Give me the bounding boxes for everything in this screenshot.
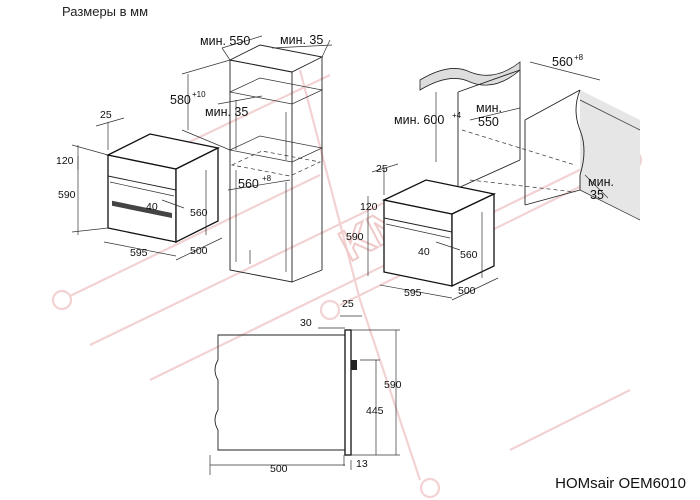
dim-o2-595: 595 [404,287,422,299]
dim-wall-min35-a: мин. [588,175,614,189]
dim-side-25: 25 [342,298,354,310]
dim-cab-580-tol: +10 [192,90,206,99]
dim-wall-560: 560 [552,55,573,69]
dim-o2-590: 590 [346,231,364,243]
dim-o2-120: 120 [360,201,378,213]
oven-front-view-right: 25 120 590 40 560 595 500 [346,163,499,301]
page-title: Размеры в мм [62,4,149,19]
dim-cab-min35-top: мин. 35 [280,33,323,47]
dim-cab-580: 580 [170,93,191,107]
dim-o1-500: 500 [190,245,208,257]
dim-o1-120: 120 [56,155,74,167]
dim-side-13: 13 [356,458,368,470]
dim-o1-560: 560 [190,207,208,219]
tall-cabinet: мин. 550 мин. 35 580 +10 мин. 35 560 +8 [170,33,333,283]
dim-wall-560-tol: +8 [574,53,584,62]
dim-o1-25: 25 [100,109,112,121]
dim-o2-500: 500 [458,285,476,297]
dim-o2-560: 560 [460,249,478,261]
dim-o2-25: 25 [376,163,388,175]
dim-wall-min35-b: 35 [590,188,604,202]
oven-front-view-left: 25 120 590 40 560 595 500 [56,109,223,261]
dim-side-590: 590 [384,379,402,391]
dim-side-500: 500 [270,463,288,475]
dim-o1-40: 40 [146,201,158,213]
dim-o1-595: 595 [130,247,148,259]
dim-wall-min550-b: 550 [478,115,499,129]
dim-wall-min600-tol: +4 [452,111,462,120]
dim-wall-min600: мин. 600 [394,113,444,127]
dim-side-30: 30 [300,317,312,329]
dim-cab-min35-mid: мин. 35 [205,105,248,119]
dim-wall-min550-a: мин. [476,101,502,115]
dim-cab-560: 560 [238,177,259,191]
model-name: HOMsair OEM6010 [555,475,686,492]
wall-niche: 560 +8 мин. 600 +4 мин. 550 мин. 35 [394,53,641,221]
dim-cab-560-tol: +8 [262,174,272,183]
dim-o1-590: 590 [58,189,76,201]
dim-cab-min550: мин. 550 [200,34,250,48]
dim-o2-40: 40 [418,246,430,258]
dim-side-445: 445 [366,405,384,417]
oven-side-view: 590 445 30 25 500 13 [209,298,402,475]
